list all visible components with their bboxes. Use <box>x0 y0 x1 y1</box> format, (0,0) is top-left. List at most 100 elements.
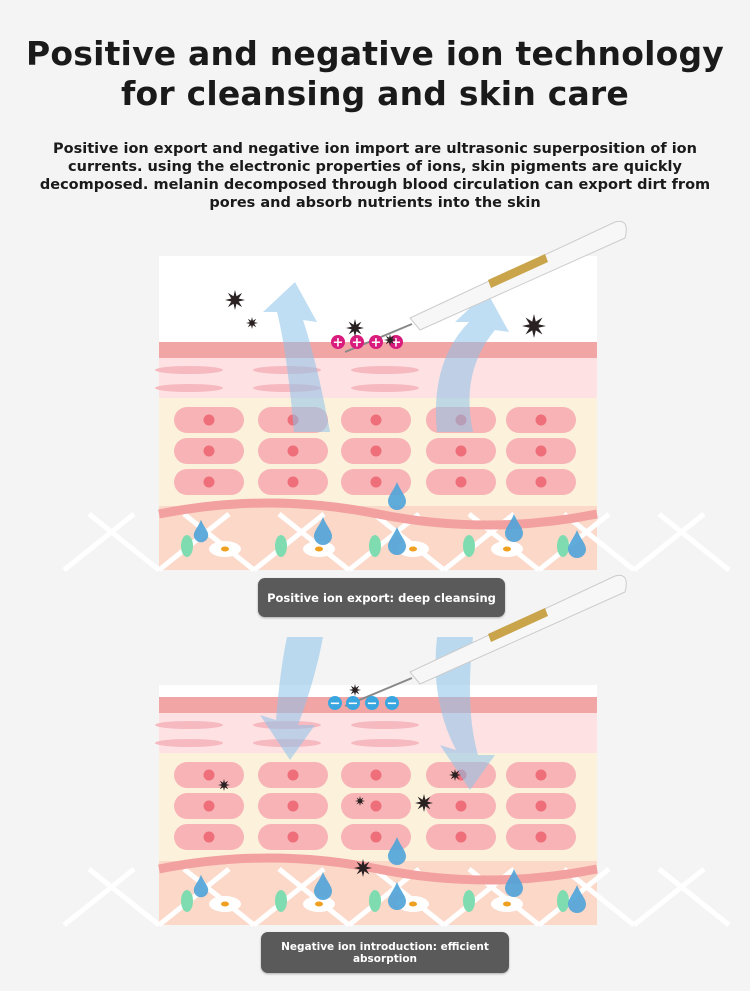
fat-nucleus <box>315 546 323 552</box>
ion-import-icon <box>365 696 379 710</box>
caption-negative-ion: Negative ion introduction: efficient abs… <box>261 932 509 973</box>
melanin-particle-icon <box>522 314 546 338</box>
water-drop-icon <box>505 514 523 542</box>
green-cell <box>181 890 193 912</box>
dermis-layer <box>159 358 597 398</box>
water-drop-icon <box>193 874 209 898</box>
cell-nucleus <box>287 800 299 812</box>
cell-nucleus <box>370 476 382 488</box>
cell-nucleus <box>203 800 215 812</box>
melanin-particle-icon <box>349 684 361 696</box>
water-drop-icon <box>388 882 406 910</box>
caption-positive-ion: Positive ion export: deep cleansing <box>258 578 505 617</box>
collagen-fiber <box>62 867 161 927</box>
ion-symbol: − <box>348 697 359 712</box>
cell-nucleus <box>203 445 215 457</box>
dermis-fiber <box>351 721 419 729</box>
cell-nucleus <box>535 414 547 426</box>
collagen-fiber <box>62 512 161 572</box>
flow-arrow <box>435 292 509 432</box>
ion-import-icon <box>346 696 360 710</box>
melanin-particle-icon <box>246 317 258 329</box>
cell-nucleus <box>535 831 547 843</box>
cell-nucleus <box>370 831 382 843</box>
ion-symbol: − <box>367 697 378 712</box>
water-drop-icon <box>505 869 523 897</box>
water-drop-icon <box>314 517 332 545</box>
ion-export-icon <box>369 335 383 349</box>
dermis-fiber <box>351 739 419 747</box>
fat-nucleus <box>221 546 229 552</box>
ion-export-icon <box>331 335 345 349</box>
cell-nucleus <box>370 414 382 426</box>
green-cell <box>557 535 569 557</box>
ion-import-icon <box>385 696 399 710</box>
epidermis-band <box>159 342 597 358</box>
cell-nucleus <box>287 769 299 781</box>
dermis-fiber <box>155 384 223 392</box>
ion-symbol: − <box>387 697 398 712</box>
melanin-particle-icon <box>218 779 230 791</box>
dermis-fiber <box>155 366 223 374</box>
fat-nucleus <box>221 901 229 907</box>
water-drop-icon <box>568 530 586 558</box>
melanin-particle-icon <box>415 794 433 812</box>
cell-nucleus <box>203 831 215 843</box>
cell-nucleus <box>287 445 299 457</box>
water-drop-icon <box>568 885 586 913</box>
cell-nucleus <box>370 769 382 781</box>
green-cell <box>275 890 287 912</box>
melanin-particle-icon <box>384 334 396 346</box>
wavy-membrane <box>158 498 598 530</box>
cell-nucleus <box>370 445 382 457</box>
melanin-particle-icon <box>354 859 372 877</box>
cell-nucleus <box>455 445 467 457</box>
fat-nucleus <box>409 546 417 552</box>
melanin-particle-icon <box>225 290 245 310</box>
dermis-layer <box>159 713 597 753</box>
pen-grip <box>488 608 548 642</box>
water-drop-icon <box>388 482 406 510</box>
fat-nucleus <box>503 546 511 552</box>
flow-arrow <box>435 637 495 790</box>
collagen-fiber <box>632 867 731 927</box>
water-drop-icon <box>193 519 209 543</box>
description-text: Positive ion export and negative ion imp… <box>39 141 711 211</box>
cell-nucleus <box>203 476 215 488</box>
ion-symbol: + <box>333 336 344 351</box>
cell-nucleus <box>203 769 215 781</box>
water-drop-icon <box>388 837 406 865</box>
green-cell <box>463 535 475 557</box>
cell-nucleus <box>370 800 382 812</box>
melanin-particle-icon <box>449 769 461 781</box>
cell-nucleus <box>535 769 547 781</box>
wavy-membrane <box>158 853 598 885</box>
collagen-fiber <box>632 512 731 572</box>
ion-symbol: + <box>371 336 382 351</box>
water-drop-icon <box>314 872 332 900</box>
cell-nucleus <box>535 445 547 457</box>
green-cell <box>463 890 475 912</box>
dermis-fiber <box>155 739 223 747</box>
green-cell <box>275 535 287 557</box>
cell-nucleus <box>455 831 467 843</box>
skin-panel-import: −−−− <box>62 574 731 927</box>
melanin-particle-icon <box>355 796 365 806</box>
page-title: Positive and negative ion technology for… <box>25 34 725 113</box>
flow-arrow <box>260 637 323 760</box>
green-cell <box>557 890 569 912</box>
cell-nucleus <box>455 800 467 812</box>
cell-nucleus <box>535 800 547 812</box>
green-cell <box>369 890 381 912</box>
cell-nucleus <box>203 414 215 426</box>
green-cell <box>181 535 193 557</box>
fat-nucleus <box>315 901 323 907</box>
dermis-fiber <box>155 721 223 729</box>
ion-pen-device <box>409 574 627 685</box>
ion-export-icon <box>350 335 364 349</box>
fat-nucleus <box>409 901 417 907</box>
melanin-particle-icon <box>346 319 364 337</box>
cell-nucleus <box>287 831 299 843</box>
cell-nucleus <box>535 476 547 488</box>
